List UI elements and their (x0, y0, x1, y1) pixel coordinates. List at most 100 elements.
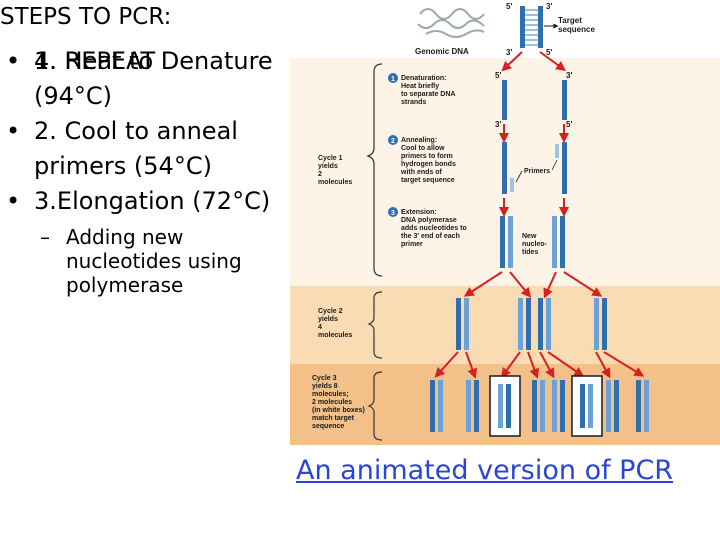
new-nucleotides-line2: nucleo- (522, 241, 548, 248)
extended-strand-right (560, 216, 565, 268)
target-dna-bottom-strand (538, 6, 543, 48)
c3-white-box-1 (489, 375, 521, 437)
left-strand-end-3: 3' (495, 120, 501, 129)
c2-molecule-2-strand-b (526, 298, 531, 350)
sub-bullet-nucleotides: Adding new nucleotides using polymerase (34, 225, 285, 297)
cycle3-line2: yields 8 (312, 383, 338, 390)
step1-number: 1 (391, 76, 395, 83)
annealed-primer-left (510, 178, 514, 192)
cycle2-line3: 4 (318, 324, 322, 331)
c2-molecule-3-strand-b (546, 298, 551, 350)
bullet-elongation: 3.Elongation (72°C) Adding new nucleotid… (0, 184, 285, 297)
c3-molecule-1-strand-a (430, 380, 435, 432)
step3-badge (388, 207, 398, 217)
cycle3-arrow-8 (603, 351, 645, 377)
split-arrow-left (501, 51, 523, 72)
bullet-list: 1. Heat to Denature (94°C) 2. Cool to an… (0, 44, 285, 297)
primers-pointer-left (515, 170, 523, 183)
annealed-strand-left (502, 142, 507, 194)
cycle2-arrow-3 (543, 271, 557, 299)
c3-molecule-3-strand-b (506, 384, 511, 428)
right-strand-end-5: 5' (566, 120, 572, 129)
cycle1-line2: yields (318, 163, 338, 170)
bullet-elongation-text: 3.Elongation (72°C) (34, 187, 271, 215)
cycle3-molecules (430, 375, 649, 437)
cycle1-line3: 2 (318, 171, 322, 178)
c3-molecule-2-strand-a (466, 380, 471, 432)
genomic-dna-label: Genomic DNA (415, 47, 469, 56)
cycle2-arrow-2 (509, 271, 532, 298)
step3-line1: Extension: (401, 209, 437, 216)
cycle3-label: Cycle 3 yields 8 molecules; 2 molecules … (312, 375, 367, 430)
c3-molecule-7-strand-a (606, 380, 611, 432)
cycle2-arrow-1 (463, 271, 503, 297)
c2-molecule-3-strand-a (538, 298, 543, 350)
c3-molecule-6-strand-a (580, 384, 585, 428)
cycle3-line6: match target (312, 415, 355, 422)
cycle3-line4: 2 molecules (312, 399, 352, 406)
sub-bullet-list: Adding new nucleotides using polymerase (34, 225, 285, 297)
cycle2-line1: Cycle 2 (318, 308, 343, 315)
c3-white-box-2 (571, 375, 603, 437)
step3-line2: DNA polymerase (401, 217, 457, 224)
c3-molecule-8-strand-b (644, 380, 649, 432)
annealed-primer-right (555, 144, 559, 158)
pcr-animation-link[interactable]: An animated version of PCR (296, 455, 674, 486)
step1-badge (388, 73, 398, 83)
strand-end-3-top: 3' (546, 2, 552, 11)
cycle3-arrow-3 (501, 351, 521, 379)
c2-molecule-1-strand-b (464, 298, 469, 350)
cycle1-line4: molecules (318, 179, 352, 186)
c3-molecule-4-strand-b (540, 380, 545, 432)
split-arrow-right (539, 51, 567, 71)
cycle3-arrow-5 (539, 351, 555, 379)
target-sequence-label-word2: sequence (558, 25, 595, 34)
c3-molecule-1-strand-b (438, 380, 443, 432)
c2-molecule-4-strand-b (602, 298, 607, 350)
c3-molecule-8-strand-a (636, 380, 641, 432)
step3-text: Extension: DNA polymerase adds nucleotid… (401, 209, 469, 248)
step2-line3: primers to form (401, 153, 453, 160)
step3-line3: adds nucleotides to (401, 225, 467, 232)
cycle3-line1: Cycle 3 (312, 375, 337, 382)
cycle3-arrow-4 (527, 351, 539, 379)
step1-line1: Denaturation: (401, 75, 447, 82)
c3-molecule-7-strand-b (614, 380, 619, 432)
cycle3-arrow-1 (434, 351, 459, 378)
cycle3-line3: molecules; (312, 391, 349, 398)
step2-line2: Cool to allow (401, 145, 445, 152)
target-dna-rungs (525, 9, 538, 46)
strand-end-5-bottom: 5' (546, 48, 552, 57)
step2-number: 2 (391, 138, 395, 145)
genomic-dna-icon (417, 8, 485, 38)
single-strand-right (562, 80, 567, 120)
cycle2-band (290, 286, 720, 364)
new-nucleotides-line3: tides (522, 249, 538, 256)
step1-text: Denaturation: Heat briefly to separate D… (401, 75, 457, 106)
cycle2-line2: yields (318, 316, 338, 323)
pcr-diagram: Genomic DNA 5' 3' 3' 5' Target sequence … (290, 2, 720, 445)
bullet-list-repeat: 4. REPEAT (0, 44, 285, 79)
cycle3-arrow-7 (595, 351, 611, 379)
step3-number: 3 (391, 210, 395, 217)
cycle2-line4: molecules (318, 332, 352, 339)
bullet-repeat: 4. REPEAT (0, 44, 285, 79)
cycle3-arrow-6 (547, 351, 585, 377)
step2-line4: hydrogen bonds (401, 161, 456, 168)
c3-molecule-4-strand-a (532, 380, 537, 432)
c3-molecule-6-strand-b (588, 384, 593, 428)
step3-line4: the 3' end of each (401, 233, 460, 240)
primers-pointer-right (551, 159, 558, 171)
extended-new-left (508, 216, 513, 268)
c2-molecule-2-strand-a (518, 298, 523, 350)
c3-molecule-3-strand-a (498, 384, 503, 428)
cycle2-molecules (456, 298, 607, 350)
step1-line4: strands (401, 99, 426, 106)
strand-end-3-bottom: 3' (506, 48, 512, 57)
step1-line3: to separate DNA (401, 91, 455, 98)
step2-line6: target sequence (401, 177, 455, 184)
c3-molecule-2-strand-b (474, 380, 479, 432)
bullet-anneal: 2. Cool to anneal primers (54°C) (0, 114, 285, 184)
step2-badge (388, 135, 398, 145)
c3-molecule-5-strand-a (552, 380, 557, 432)
